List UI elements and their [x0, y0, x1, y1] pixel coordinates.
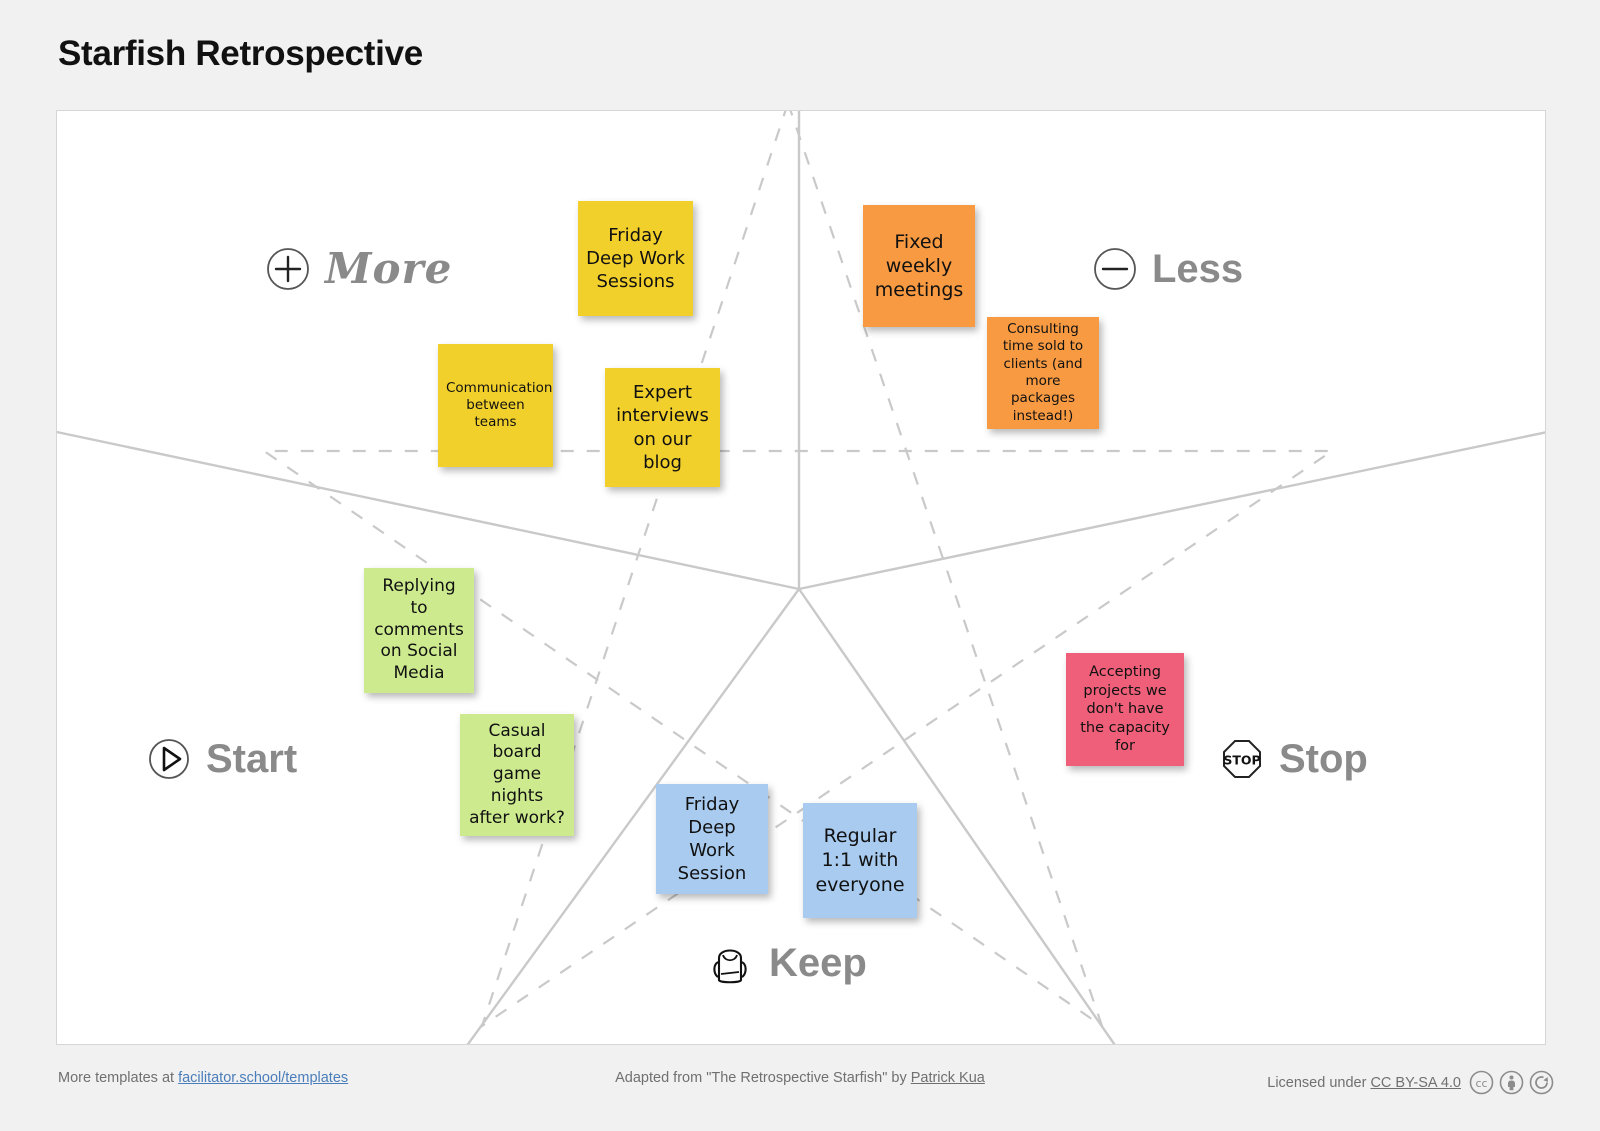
- footer-license-prefix: Licensed under: [1267, 1074, 1371, 1091]
- sticky-note-text: Communication between teams: [446, 379, 553, 431]
- quadrant-label-keep[interactable]: Keep: [705, 938, 867, 988]
- page-title: Starfish Retrospective: [58, 34, 423, 73]
- sticky-note-text: Expert interviews on our blog: [616, 382, 709, 473]
- quadrant-label-more[interactable]: More: [265, 246, 452, 292]
- circle-minus-icon: [1094, 248, 1136, 290]
- sticky-note[interactable]: Fixed weekly meetings: [863, 205, 975, 327]
- footer-license-text: Licensed under CC BY-SA 4.0: [1267, 1075, 1461, 1091]
- quadrant-label-less[interactable]: Less: [1092, 246, 1243, 292]
- svg-text:STOP: STOP: [1223, 753, 1260, 768]
- sticky-note-text: Friday Deep Work Sessions: [586, 224, 685, 293]
- sticky-note-text: Regular 1:1 with everyone: [815, 825, 905, 896]
- stop-sign-icon: STOP: [1223, 740, 1261, 778]
- sticky-note[interactable]: Friday Deep Work Session: [656, 784, 768, 894]
- sticky-note-text: Replying to comments on Social Media: [374, 576, 464, 684]
- sticky-note-text: Accepting projects we don't have the cap…: [1080, 664, 1170, 755]
- quadrant-label-stop[interactable]: STOP Stop: [1219, 736, 1368, 782]
- cc-by-icon: [1499, 1070, 1524, 1095]
- footer-attribution-prefix: Adapted from "The Retrospective Starfish…: [615, 1070, 911, 1086]
- sticky-note-text: Friday Deep Work Session: [677, 793, 747, 885]
- sticky-note[interactable]: Casual board game nights after work?: [460, 714, 574, 836]
- quadrant-label-text: More: [325, 244, 453, 293]
- cc-badge-group: cc: [1469, 1070, 1554, 1095]
- quadrant-label-text: Keep: [769, 941, 867, 985]
- quadrant-label-start[interactable]: Start: [146, 736, 297, 782]
- sticky-note[interactable]: Accepting projects we don't have the cap…: [1066, 653, 1184, 766]
- footer-templates-prefix: More templates at: [58, 1070, 179, 1086]
- sticky-note-text: Fixed weekly meetings: [874, 230, 964, 302]
- quadrant-label-text: Less: [1152, 247, 1244, 291]
- star-diagram: [57, 111, 1545, 1044]
- svg-text:cc: cc: [1475, 1077, 1487, 1090]
- sticky-note-text: Consulting time sold to clients (and mor…: [1002, 321, 1084, 424]
- circle-play-icon: [149, 739, 189, 779]
- footer: More templates at facilitator.school/tem…: [0, 1058, 1600, 1118]
- quadrant-label-text: Stop: [1279, 737, 1368, 781]
- sticky-note[interactable]: Expert interviews on our blog: [605, 368, 720, 487]
- sticky-note[interactable]: Friday Deep Work Sessions: [578, 201, 693, 316]
- sticky-note[interactable]: Replying to comments on Social Media: [364, 568, 474, 693]
- cc-sa-icon: [1529, 1070, 1554, 1095]
- footer-attribution-text: Adapted from "The Retrospective Starfish…: [0, 1070, 1600, 1086]
- quadrant-label-text: Start: [206, 737, 298, 781]
- sticky-note[interactable]: Communication between teams: [438, 344, 553, 467]
- backpack-icon: [713, 949, 747, 984]
- patrick-kua-link[interactable]: Patrick Kua: [910, 1070, 985, 1086]
- sticky-note[interactable]: Consulting time sold to clients (and mor…: [987, 317, 1099, 429]
- footer-templates-text: More templates at facilitator.school/tem…: [58, 1070, 348, 1086]
- cc-by-sa-link[interactable]: CC BY-SA 4.0: [1370, 1074, 1461, 1091]
- footer-license: Licensed under CC BY-SA 4.0 cc: [1267, 1070, 1554, 1095]
- sticky-note[interactable]: Regular 1:1 with everyone: [803, 803, 917, 918]
- cc-icon: cc: [1469, 1070, 1494, 1095]
- facilitator-school-link[interactable]: facilitator.school/templates: [178, 1070, 349, 1086]
- retrospective-board[interactable]: More Less Start STOP Stop: [56, 110, 1546, 1045]
- sticky-note-text: Casual board game nights after work?: [469, 720, 565, 828]
- circle-plus-icon: [267, 248, 309, 290]
